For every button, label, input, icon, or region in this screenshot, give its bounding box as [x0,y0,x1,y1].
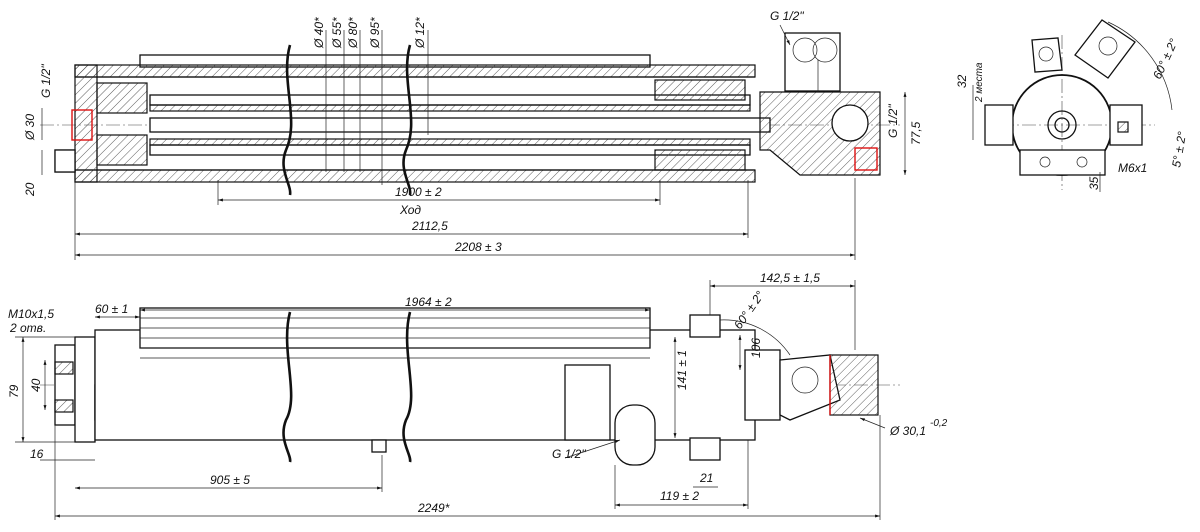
length-905-label: 905 ± 5 [210,473,250,487]
end-angle5-label: 5° ± 2° [1169,130,1189,168]
h775-label: 77,5 [909,121,923,145]
dia-30-label: Ø 30 [23,114,37,141]
length-1425-label: 142,5 ± 1,5 [760,271,820,285]
h16-label: 16 [30,447,44,461]
end-view: 32 2 места 60° ± 2° 5° ± 2° M6x1 35 [955,19,1189,192]
dia-55-label: Ø 55* [330,17,344,49]
end-places-label: 2 места [974,62,985,103]
thread-m10-label: M10x1,5 [8,307,54,321]
dia-12-label: Ø 12* [413,17,427,49]
h106-label: 106 [749,338,763,358]
length-60-label: 60 ± 1 [95,302,128,316]
h40-label: 40 [29,378,43,392]
dia-40-label: Ø 40* [312,17,326,49]
dia-80-label: Ø 80* [346,17,360,49]
length-2208-label: 2208 ± 3 [454,240,502,254]
port-left-label: G 1/2" [39,64,53,98]
port-bottom-label: G 1/2" [552,447,586,461]
w21-label: 21 [699,471,713,485]
bottom-view [40,307,900,466]
top-view-dimensions: G 1/2" G 1/2" G 1/2" Ø 40* Ø 55* Ø 80* Ø… [23,9,923,260]
top-section-view [40,30,900,196]
angle60-bottom-label: 60° ± 2° [731,288,767,331]
stroke-length-label: 1900 ± 2 [395,185,442,199]
length-2249-label: 2249* [417,501,450,515]
port-right-label: G 1/2" [886,104,900,138]
stroke-word-label: Ход [399,203,421,217]
length-1964-label: 1964 ± 2 [405,295,452,309]
holes-label: 2 отв. [9,321,46,335]
port-top-label: G 1/2" [770,9,804,23]
h141-label: 141 ± 1 [675,350,689,390]
length-119-label: 119 ± 2 [660,489,699,503]
h20-label: 20 [23,182,37,197]
end-m6-label: M6x1 [1118,161,1147,175]
length-21125-label: 2112,5 [411,219,448,233]
end-h32-label: 32 [955,74,969,88]
h79-label: 79 [7,384,21,398]
tolerance-label: -0,2 [930,418,948,429]
end-h35-label: 35 [1087,176,1101,190]
end-angle60-label: 60° ± 2° [1150,36,1181,81]
dia-301-label: Ø 30,1 [889,424,926,438]
dia-95-label: Ø 95* [368,17,382,49]
